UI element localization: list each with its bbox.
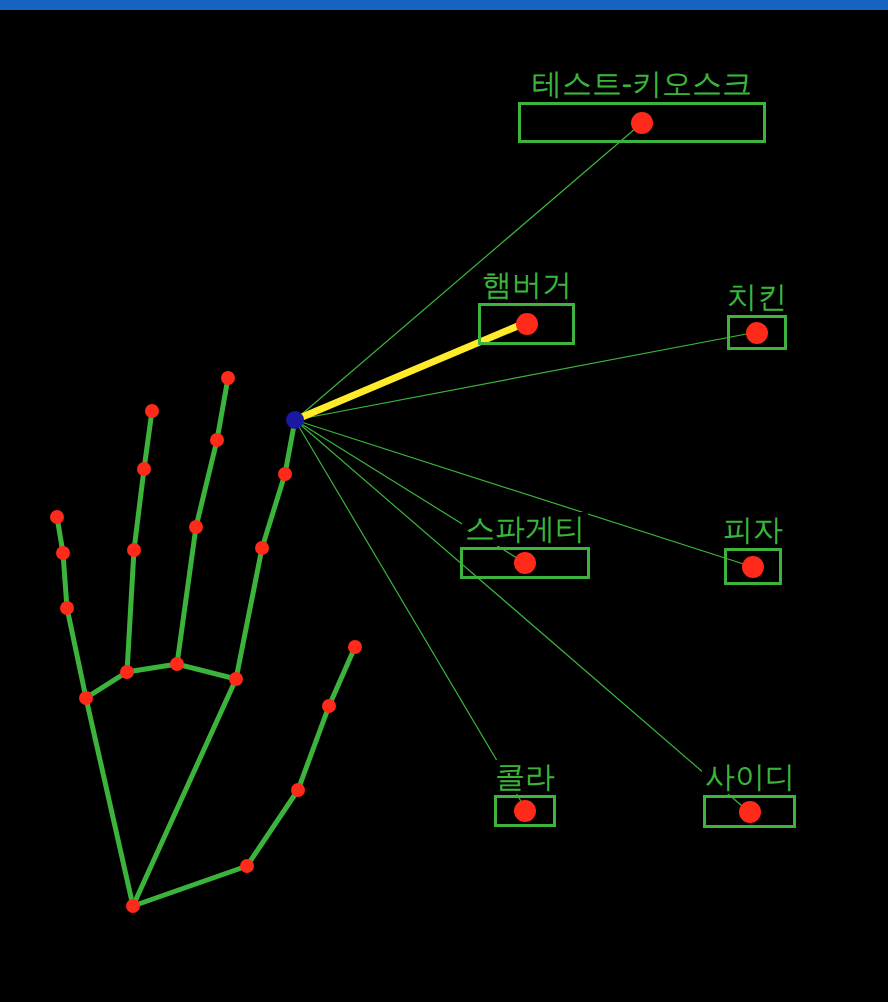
menu-button: 사이디 [703,795,796,828]
menu-button: 치킨 [727,315,787,350]
target-dot [514,800,536,822]
target-dot [631,112,653,134]
menu-button: 테스트-키오스크 [518,102,766,143]
button-outline [724,548,782,585]
window-frame [0,0,888,10]
menu-label: 콜라 [492,760,558,794]
menu-label: 치킨 [724,280,790,314]
menu-label: 사이디 [702,760,798,794]
menu-label: 피자 [720,513,786,547]
menu-label: 테스트-키오스크 [529,67,756,101]
hand-joints [50,371,362,913]
fingertip-cursor [286,411,304,429]
selection-line [295,323,525,420]
button-outline [727,315,787,350]
menu-button: 피자 [724,548,782,585]
button-outline [478,303,575,345]
leader-lines [295,122,757,812]
menu-button: 스파게티 [460,547,590,579]
menu-label: 스파게티 [462,512,588,546]
menu-label: 햄버거 [479,268,575,302]
button-outline [703,795,796,828]
hand-skeleton [57,378,355,906]
menu-button: 콜라 [494,795,556,827]
menu-button: 햄버거 [478,303,575,345]
button-outline [494,795,556,827]
button-outline [460,547,590,579]
target-dot [514,552,536,574]
target-dot [746,322,768,344]
target-dot [516,313,538,335]
target-dot [739,801,761,823]
button-outline [518,102,766,143]
target-dot [742,556,764,578]
